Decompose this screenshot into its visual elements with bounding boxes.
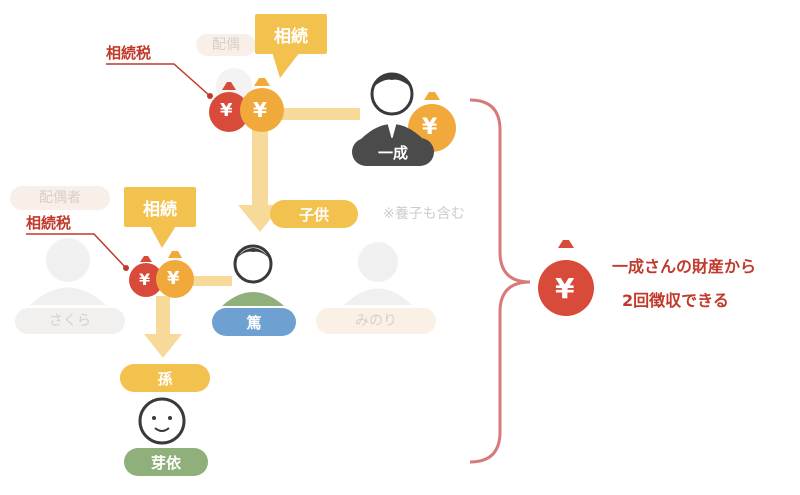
summary-brace — [469, 98, 531, 464]
tax-label-top: 相続税 — [106, 44, 152, 62]
yen-symbol-orange: ¥ — [253, 98, 267, 122]
money-bag-orange-icon-mid — [156, 251, 194, 298]
faded-left-person: さくら — [15, 308, 125, 334]
grandfather-avatar — [360, 72, 424, 140]
money-bag-red-icon — [209, 82, 249, 132]
money-bag-red-icon-summary — [538, 240, 594, 316]
father-avatar — [222, 244, 284, 306]
father-name-pill: 篤 — [212, 308, 296, 336]
faded-person-right — [344, 242, 412, 305]
faded-spouse-top-label: 配偶 — [196, 34, 256, 56]
baby-avatar — [138, 397, 186, 445]
summary-line-2: 2回徴収できる — [622, 291, 729, 310]
money-bag-red-icon-mid — [129, 256, 163, 297]
summary-text: 一成さんの財産から 2回徴収できる — [612, 250, 756, 318]
children-label-pill: 子供 — [270, 200, 358, 228]
tax-label-middle: 相続税 — [26, 214, 72, 232]
yen-symbol-summary: ¥ — [555, 272, 575, 305]
bar-top-horizontal — [270, 108, 360, 120]
faded-person-left — [30, 238, 106, 305]
adopted-note: ※養子も含む — [383, 206, 465, 222]
faded-spouse-mid-label: 配偶者 — [10, 186, 110, 210]
arrow-down-mid — [144, 334, 182, 358]
inheritance-callout-middle: 相続 — [124, 187, 196, 227]
grandchild-label-pill: 孫 — [120, 364, 210, 392]
grandfather-name-pill: 一成 — [352, 138, 434, 166]
yen-symbol-red: ¥ — [220, 100, 233, 121]
bar-top-vertical — [252, 128, 268, 208]
yen-symbol-red-mid: ¥ — [139, 270, 151, 289]
grandchild-name-pill: 芽依 — [124, 448, 208, 476]
yen-symbol-grandfather: ¥ — [422, 115, 438, 140]
inheritance-callout-top: 相続 — [255, 14, 327, 54]
money-bag-orange-icon — [240, 78, 284, 132]
faded-right-person: みのり — [316, 308, 436, 334]
yen-symbol-orange-mid: ¥ — [167, 268, 180, 289]
bar-mid-horizontal — [192, 276, 232, 286]
bar-mid-vertical — [156, 296, 170, 336]
summary-line-1: 一成さんの財産から — [612, 257, 757, 276]
